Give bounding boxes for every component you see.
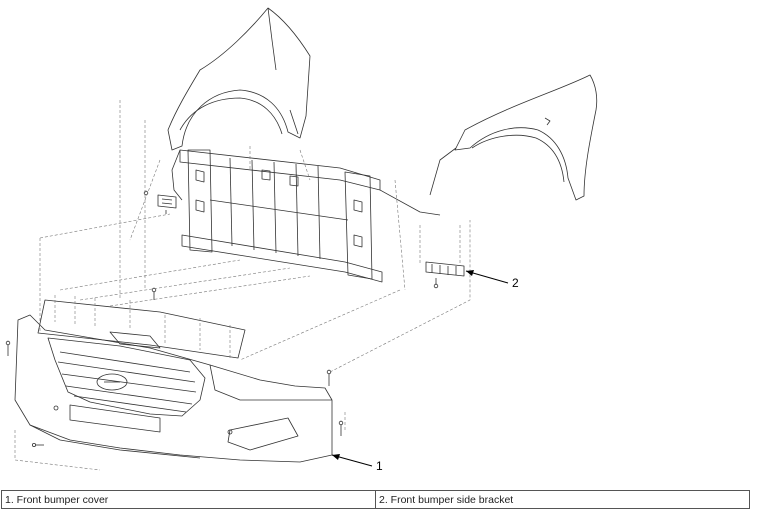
legend-item-front-bumper-cover: 1. Front bumper cover (1, 490, 376, 509)
right-side-bracket (425, 261, 465, 289)
bumper-cover (14, 314, 333, 463)
left-fender (167, 7, 311, 151)
fasteners (5, 287, 344, 447)
grille (37, 299, 246, 359)
leader-lines (331, 270, 509, 467)
exploded-parts-diagram: 1 2 (5, 7, 598, 473)
callout-2: 2 (512, 276, 519, 290)
radiator-support (171, 149, 441, 283)
callout-1: 1 (376, 459, 383, 473)
legend-item-front-bumper-side-bracket: 2. Front bumper side bracket (375, 490, 750, 509)
dashed-guide-lines (14, 100, 471, 471)
legend-row: 1. Front bumper cover 2. Front bumper si… (1, 490, 750, 509)
parts-legend-table: 1. Front bumper cover 2. Front bumper si… (1, 490, 750, 509)
left-side-bracket (143, 190, 177, 214)
right-fender (429, 74, 598, 201)
